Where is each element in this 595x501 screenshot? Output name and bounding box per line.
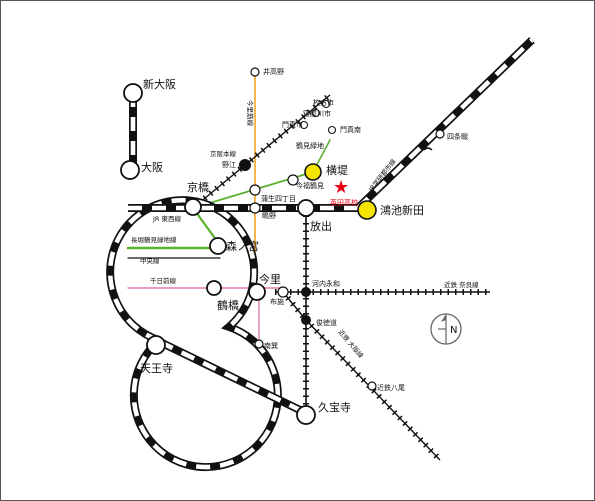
kintetsu-link-ticks — [280, 290, 309, 322]
lines-layer — [106, 37, 535, 472]
label-kadomaminami: 門真南 — [340, 125, 361, 134]
label-nagahori-line: 長堀鶴見緑地線 — [131, 235, 177, 244]
label-hanaten: 放出 — [310, 219, 332, 233]
station-kawachi-eiwa — [301, 287, 311, 297]
label-tsurumi-ryokuchi: 鶴見緑地 — [296, 141, 324, 150]
label-tsuruhashi: 鶴橋 — [217, 298, 239, 312]
station-kadomaminami — [327, 125, 337, 135]
label-imafuku-tsurumi: 今福鶴見 — [296, 181, 324, 190]
label-shunto: 俊徳道 — [316, 318, 337, 327]
station-shigino — [249, 202, 261, 214]
station-itakano — [250, 67, 260, 77]
school-star-icon: ★ — [333, 177, 349, 198]
label-kintetsu-nara-line: 近鉄 奈良線 — [444, 280, 479, 289]
label-kawachi-eiwa: 河内永和 — [312, 279, 340, 288]
label-shigino: 鴫野 — [262, 211, 276, 220]
label-tennoji: 天王寺 — [140, 362, 173, 375]
school-label: 英田高校 — [330, 198, 358, 207]
label-hirakatashi: 枚方市 — [313, 98, 334, 107]
label-fuse: 布施 — [270, 297, 284, 306]
label-kyuhoji: 久宝寺 — [318, 400, 351, 414]
keihan-main-line — [192, 94, 331, 209]
stations-layer — [120, 67, 445, 425]
label-minami-tatsumi: 南巽 — [264, 341, 278, 350]
station-hirakatashi — [321, 99, 331, 109]
label-morinomiya: 森ノ宮 — [226, 239, 259, 253]
station-tennoji — [146, 335, 166, 355]
label-shijonawate: 四条畷 — [447, 132, 468, 141]
station-tsuruhashi — [206, 280, 222, 296]
station-gamo-yonchome — [249, 184, 261, 196]
label-yokozutsumi: 横堤 — [326, 163, 348, 177]
label-kintetsu-yao: 近鉄八尾 — [377, 383, 405, 392]
label-keihan-line: 京阪本線 — [210, 149, 237, 158]
station-shin-osaka — [123, 83, 143, 103]
label-imazatosuji-line: 今里筋線 — [246, 100, 255, 127]
label-noe: 野江 — [222, 161, 236, 169]
label-chuo-line: 中央線 — [140, 256, 160, 265]
label-osaka: 大阪 — [141, 160, 163, 174]
station-shijonawate — [435, 129, 445, 139]
station-kyobashi — [184, 198, 202, 216]
station-imazato — [248, 283, 266, 301]
station-neyagawashi — [311, 108, 321, 118]
compass-north-label: N — [450, 325, 457, 336]
station-morinomiya — [209, 237, 227, 255]
station-kintetsu-yao — [367, 381, 377, 391]
label-itakano: 井高野 — [263, 67, 284, 76]
label-neyagawashi: 寝屋川市 — [303, 109, 331, 118]
label-kounoike-shinden: 鴻池新田 — [380, 203, 424, 217]
station-fuse — [277, 286, 289, 298]
jr-yamatoji-line-dash — [158, 339, 308, 416]
label-gamo-yonchome: 蒲生四丁目 — [261, 194, 296, 203]
station-kadomashi — [299, 120, 309, 130]
label-shin-osaka: 新大阪 — [143, 77, 176, 91]
station-yokozutsumi — [304, 163, 322, 181]
jr-gakkentoshi-line-dash — [356, 38, 534, 210]
station-osaka — [120, 160, 140, 180]
station-kyuhoji — [296, 405, 316, 425]
compass-icon: N — [430, 313, 462, 345]
line-break-mark — [419, 142, 433, 151]
label-imazato: 今里 — [259, 272, 281, 286]
station-kounoike-shinden — [357, 200, 377, 220]
station-minami-tatsumi — [254, 339, 264, 349]
label-sennichimae-line: 千日前線 — [150, 276, 177, 285]
label-jr-tozai-line: JR 東西線 — [152, 214, 181, 223]
station-noe — [239, 159, 251, 171]
label-kadomashi: 門真市 — [282, 120, 303, 129]
station-imafuku-tsurumi — [287, 174, 299, 186]
label-kyobashi: 京橋 — [187, 180, 209, 194]
osaka-loop-line-dash — [107, 197, 281, 470]
station-hanaten — [297, 199, 315, 217]
station-shunto — [301, 315, 311, 325]
